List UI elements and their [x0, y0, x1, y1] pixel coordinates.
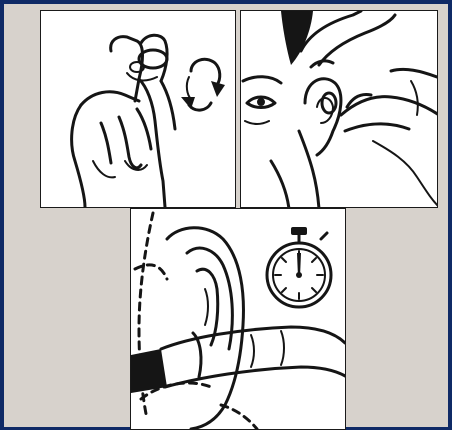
panel-hold-in-place — [130, 208, 346, 430]
rotate-arrows-icon — [41, 11, 236, 208]
stopwatch-icon — [131, 209, 346, 430]
panel-insert-earplug — [240, 10, 438, 208]
panel-roll-earplug — [40, 10, 236, 208]
face-inserting-earplug-icon — [241, 11, 438, 208]
instruction-card — [4, 4, 448, 427]
